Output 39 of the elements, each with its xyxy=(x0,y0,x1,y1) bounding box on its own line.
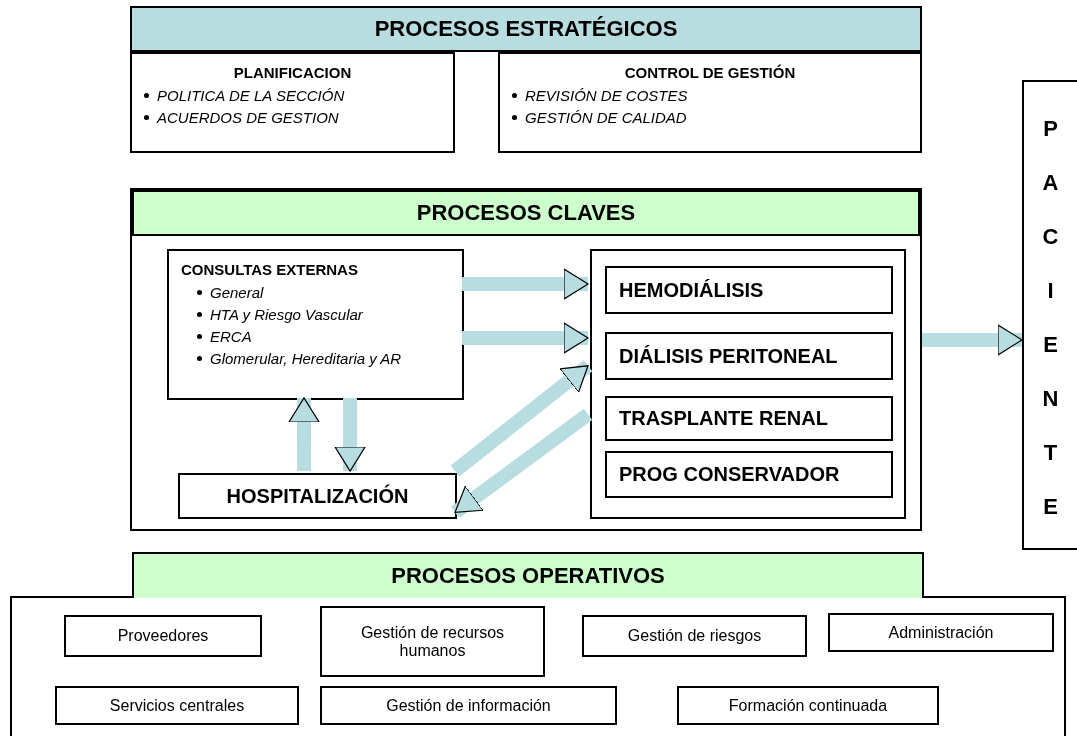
process-box: Gestión de riesgos xyxy=(582,615,807,657)
process-box: Servicios centrales xyxy=(55,686,299,725)
box-heading: CONTROL DE GESTIÓN xyxy=(623,64,797,81)
arrow xyxy=(450,360,593,477)
process-box: Gestión de información xyxy=(320,686,617,725)
process-box: Administración xyxy=(828,613,1054,652)
list-item: ERCA xyxy=(210,328,252,345)
arrow xyxy=(334,398,366,472)
list-item: GESTIÓN DE CALIDAD xyxy=(525,109,687,126)
process-box: PROG CONSERVADOR xyxy=(605,451,893,498)
vertical-label: PACIENTE xyxy=(1041,115,1060,521)
process-box: DIÁLISIS PERITONEAL xyxy=(605,332,893,380)
section-header: PROCESOS ESTRATÉGICOS xyxy=(130,6,922,52)
box-heading: PLANIFICACION xyxy=(232,64,353,81)
arrow xyxy=(288,397,320,471)
list-item: HTA y Riesgo Vascular xyxy=(210,306,363,323)
section-header: PROCESOS OPERATIVOS xyxy=(132,552,924,598)
process-box: HOSPITALIZACIÓN xyxy=(178,473,457,519)
process-box: HEMODIÁLISIS xyxy=(605,266,893,314)
process-box xyxy=(498,52,922,153)
list-item: General xyxy=(210,284,264,301)
patient-box xyxy=(1022,80,1077,550)
list-item: Glomerular, Hereditaria y AR xyxy=(210,350,402,367)
process-box xyxy=(167,249,464,400)
arrow xyxy=(462,322,589,354)
process-box xyxy=(130,52,455,153)
list-item: POLITICA DE LA SECCIÓN xyxy=(157,87,345,104)
section-header: PROCESOS CLAVES xyxy=(132,190,920,236)
box-heading: CONSULTAS EXTERNAS xyxy=(181,261,359,278)
process-box: TRASPLANTE RENAL xyxy=(605,396,893,441)
process-group xyxy=(130,188,922,531)
arrow xyxy=(922,324,1023,356)
list-item: ACUERDOS DE GESTION xyxy=(157,109,339,126)
arrow xyxy=(461,268,589,300)
process-box: Formación continuada xyxy=(677,686,939,725)
process-box: Proveedores xyxy=(64,615,262,657)
container-box xyxy=(590,249,906,519)
list-item: REVISIÓN DE COSTES xyxy=(525,87,688,104)
process-box: Gestión de recursos humanos xyxy=(320,606,545,677)
